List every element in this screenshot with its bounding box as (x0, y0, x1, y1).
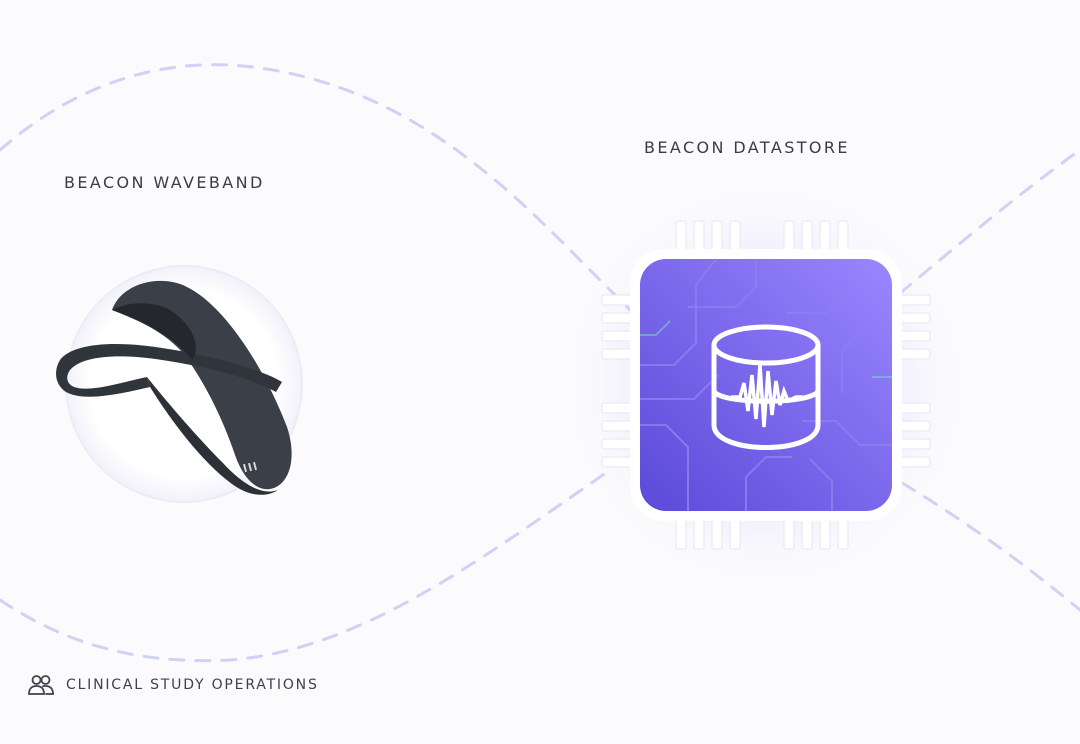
people-icon (28, 675, 54, 695)
datastore-label: BEACON DATASTORE (644, 138, 850, 157)
device-label: BEACON WAVEBAND (64, 173, 265, 192)
footer-label: CLINICAL STUDY OPERATIONS (66, 677, 319, 693)
waveform-icon (730, 364, 804, 428)
dashed-curve-top (0, 63, 642, 322)
headband-icon (56, 265, 303, 503)
footer: CLINICAL STUDY OPERATIONS (28, 674, 319, 696)
database-chip-icon (601, 220, 931, 550)
dashed-curve-bottom (0, 468, 612, 663)
